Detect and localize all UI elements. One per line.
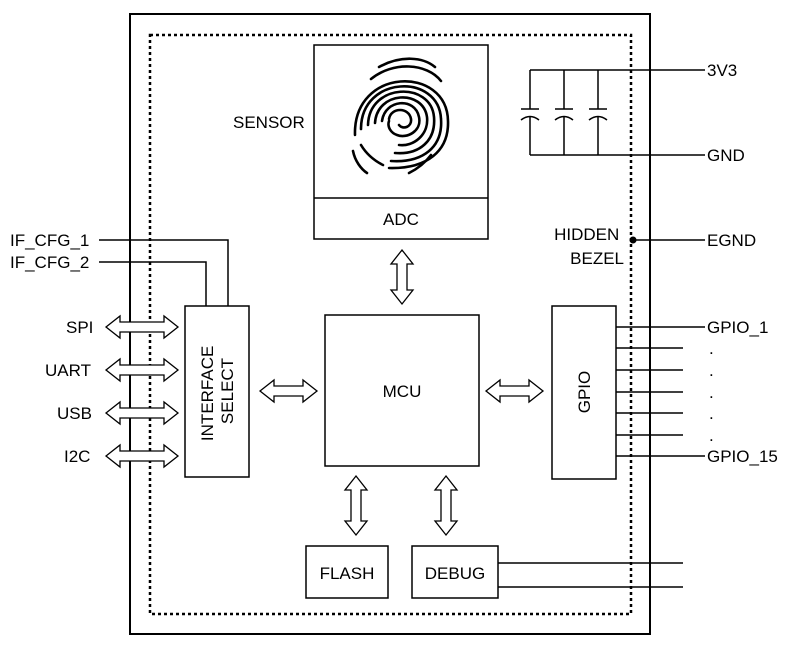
gpio-1-label: GPIO_1: [707, 318, 768, 337]
i2c-label: I2C: [64, 447, 90, 466]
spi-arrow: [104, 314, 180, 340]
uart-arrow: [104, 357, 180, 383]
hidden-bezel-line2: BEZEL: [570, 249, 624, 268]
sensor-label: SENSOR: [233, 113, 305, 132]
gpio-ellipsis-dot: .: [709, 383, 714, 402]
hidden-bezel-label: HIDDEN BEZEL: [554, 225, 624, 268]
interface-mcu-arrow: [258, 378, 319, 404]
fingerprint-icon: [351, 57, 450, 175]
gnd-label: GND: [707, 146, 745, 165]
spi-label: SPI: [66, 318, 93, 337]
capacitor-symbol: [520, 70, 540, 155]
interface-select-line2: SELECT: [218, 358, 237, 424]
if-cfg-2-line: [99, 261, 207, 306]
interface-select-block: [184, 305, 250, 478]
hidden-bezel-line1: HIDDEN: [554, 225, 619, 244]
if-cfg-2-label: IF_CFG_2: [10, 253, 89, 272]
adc-mcu-arrow: [389, 248, 415, 306]
flash-block: [305, 545, 389, 599]
capacitor-symbol: [588, 70, 608, 155]
capacitor-symbol: [554, 70, 574, 155]
adc-block-label: ADC: [383, 210, 419, 229]
usb-label: USB: [57, 404, 92, 423]
if-cfg-1-line: [99, 239, 229, 306]
gpio-ellipsis-dot: .: [709, 426, 714, 445]
uart-label: UART: [45, 361, 91, 380]
gpio-block-label: GPIO: [575, 371, 594, 414]
interface-select-line1: INTERFACE: [198, 346, 217, 441]
debug-block: [411, 545, 499, 599]
mcu-flash-arrow: [343, 474, 369, 537]
usb-arrow: [104, 400, 180, 426]
gpio-ellipsis-dot: .: [709, 339, 714, 358]
if-cfg-1-label: IF_CFG_1: [10, 231, 89, 250]
egnd-label: EGND: [707, 231, 756, 250]
mcu-gpio-arrow: [484, 378, 545, 404]
3v3-label: 3V3: [707, 61, 737, 80]
gpio-ellipsis-dot: .: [709, 404, 714, 423]
gpio-block: [551, 305, 617, 480]
sensor-block: [313, 44, 489, 240]
flash-block-label: FLASH: [320, 564, 375, 583]
interface-select-label: INTERFACE SELECT: [198, 341, 237, 441]
gpio-ellipsis-dot: .: [709, 361, 714, 380]
egnd-junction-dot: [629, 236, 637, 244]
mcu-block: [324, 314, 480, 467]
mcu-block-label: MCU: [383, 382, 422, 401]
mcu-debug-arrow: [433, 474, 459, 537]
i2c-arrow: [104, 443, 180, 469]
gpio-15-label: GPIO_15: [707, 447, 778, 466]
debug-block-label: DEBUG: [425, 564, 485, 583]
